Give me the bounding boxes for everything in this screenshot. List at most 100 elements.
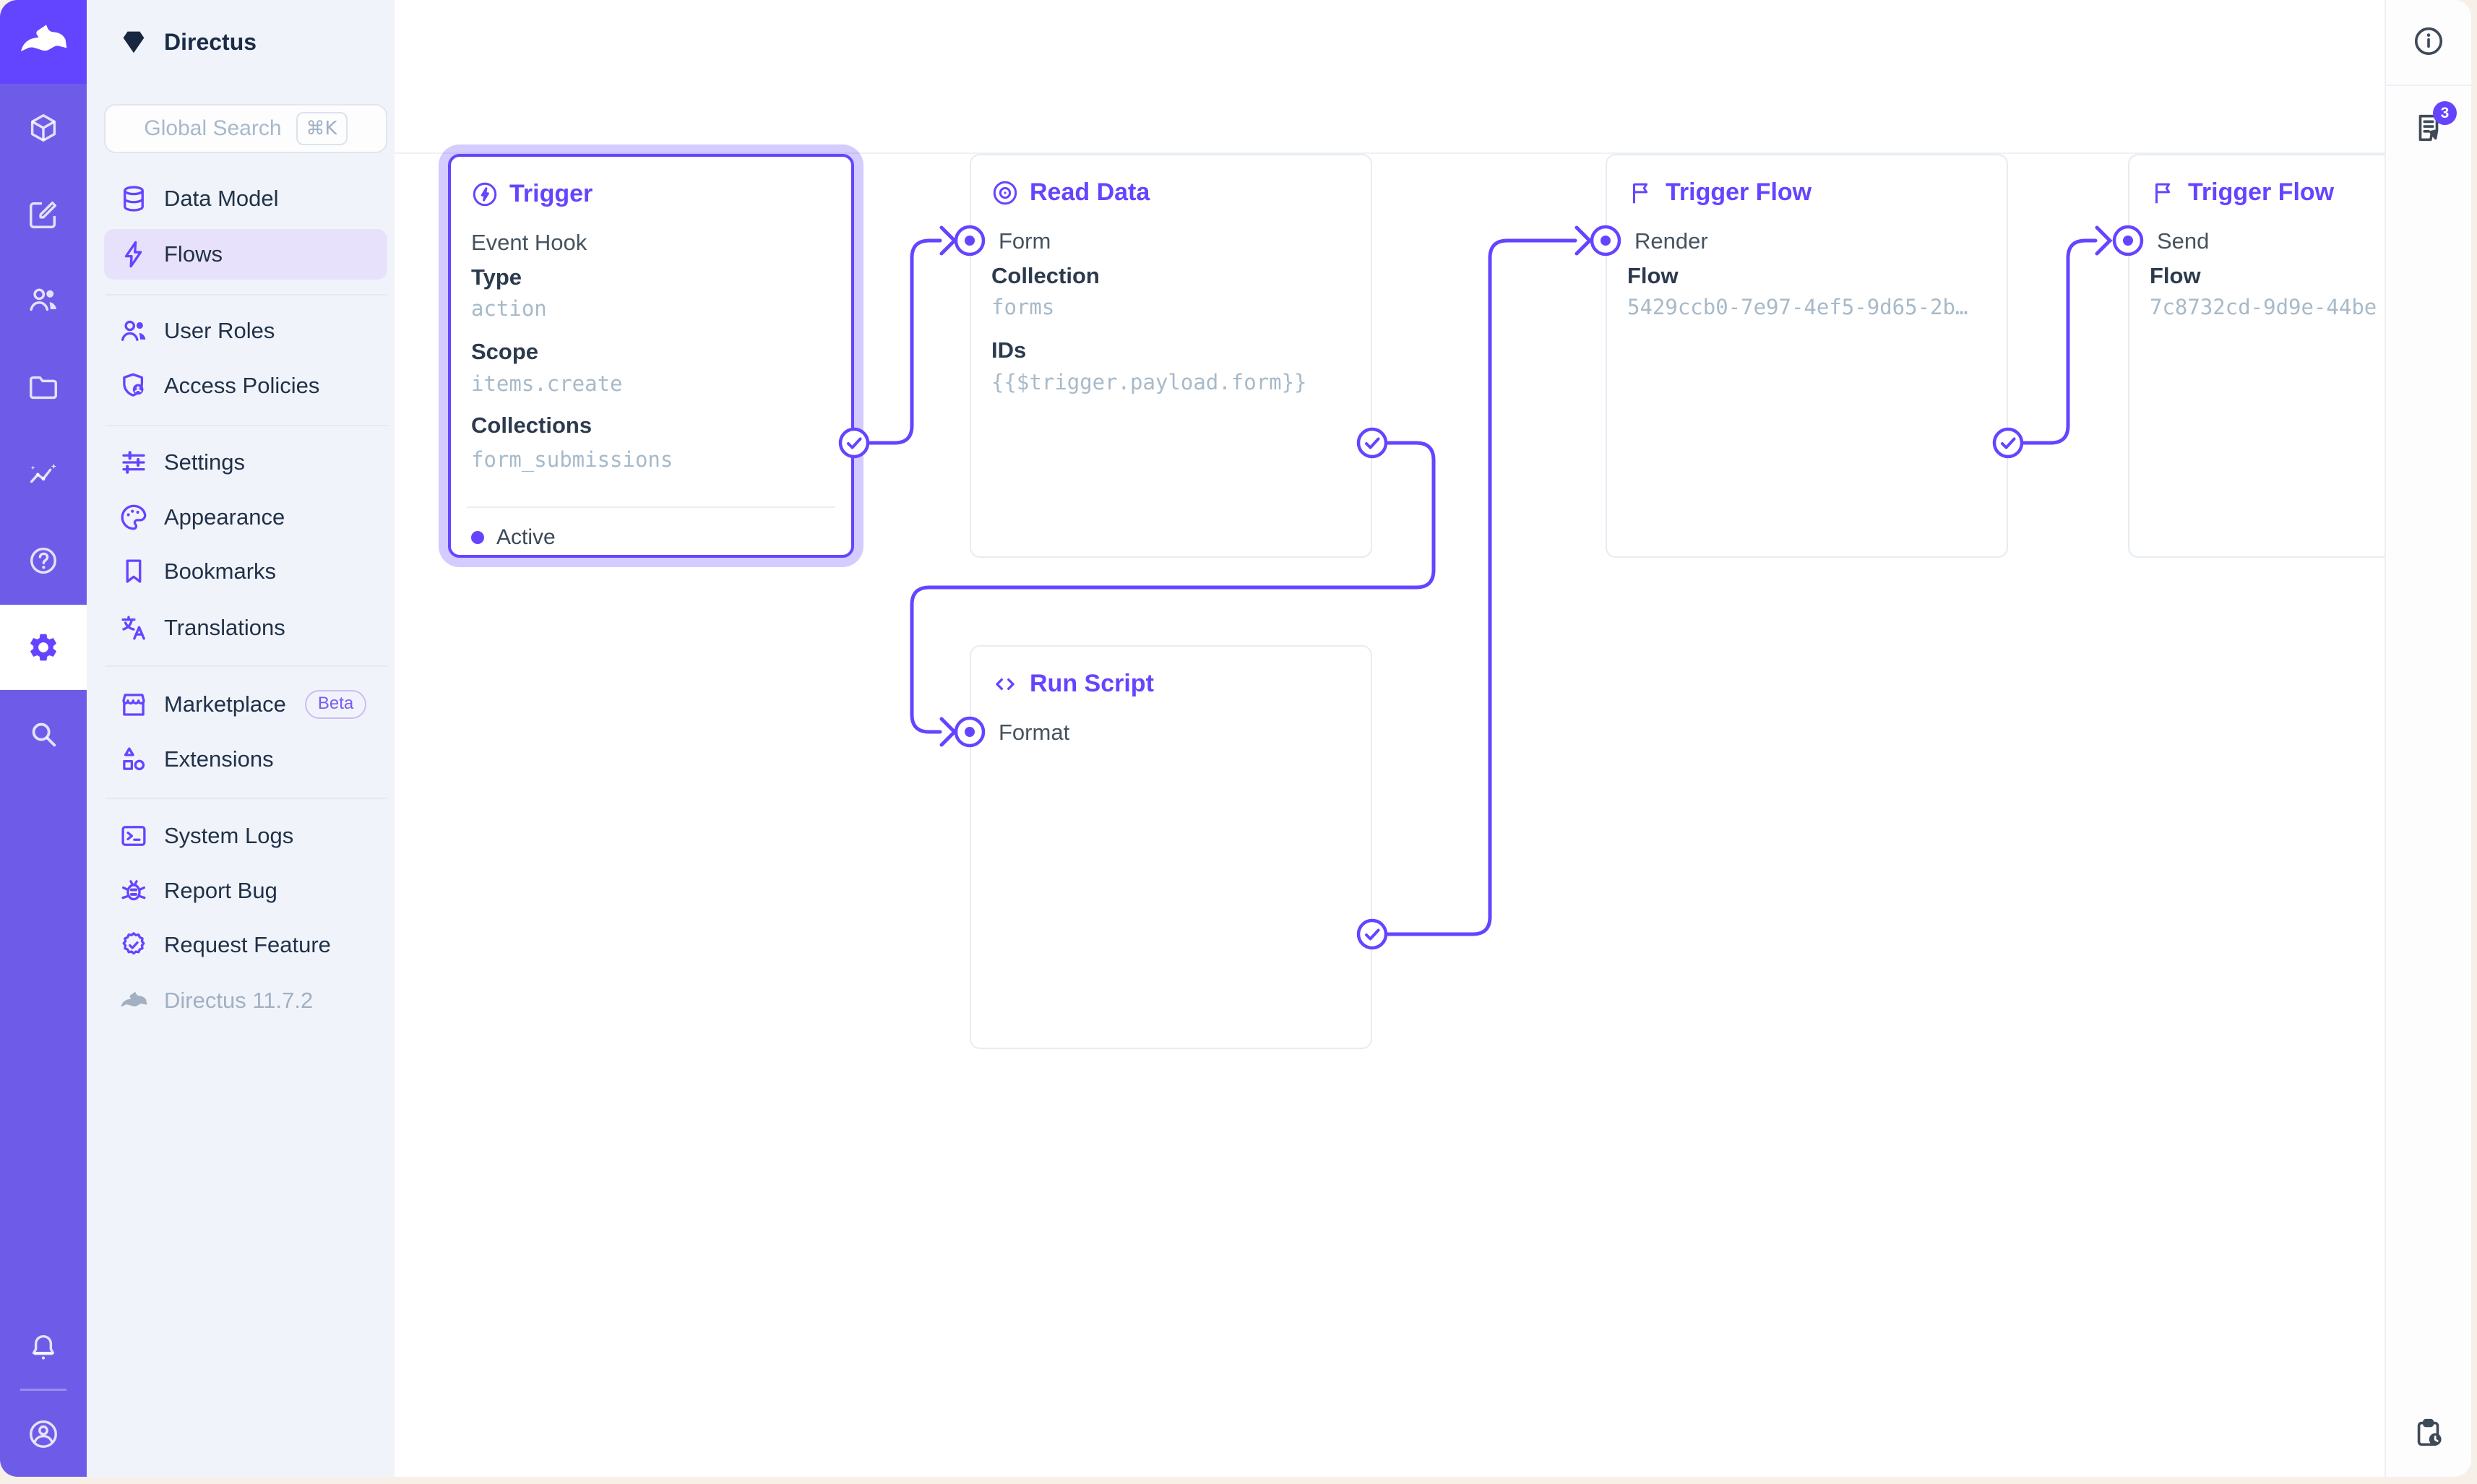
module-bar xyxy=(0,0,87,1477)
files-folder-icon[interactable] xyxy=(27,371,60,404)
shapes-icon xyxy=(119,744,149,775)
flow-panel-trigger-flow-render[interactable]: Trigger Flow Render Flow 5429ccb0-7e97-4… xyxy=(1606,154,2008,558)
sidebar-item-data-model[interactable]: Data Model xyxy=(104,173,387,224)
directus-logo-tile[interactable] xyxy=(0,0,87,84)
panel-header: Trigger xyxy=(471,180,593,208)
project-name: Directus xyxy=(164,29,257,55)
field-label: Type xyxy=(471,264,522,290)
sidebar-item-label: Settings xyxy=(164,449,246,475)
sidebar-divider xyxy=(105,294,387,295)
connection-trigger-flow-render-to-send xyxy=(2006,238,2098,445)
settings-gear-icon[interactable] xyxy=(27,631,60,664)
sidebar-item-user-roles[interactable]: User Roles xyxy=(104,306,387,356)
search-icon[interactable] xyxy=(27,717,60,751)
global-search-input[interactable]: Global Search ⌘K xyxy=(104,104,387,153)
code-brackets-icon xyxy=(996,678,1015,690)
field-value: form_submissions xyxy=(471,447,673,472)
sidebar-item-extensions[interactable]: Extensions xyxy=(104,734,387,785)
sidebar-item-settings[interactable]: Settings xyxy=(104,437,387,488)
help-circle-icon[interactable] xyxy=(27,544,60,577)
data-model-cube-icon[interactable] xyxy=(27,111,60,144)
user-avatar-icon[interactable] xyxy=(27,1418,60,1451)
sidebar-item-report-bug[interactable]: Report Bug xyxy=(104,866,387,916)
clipboard-clock-icon[interactable] xyxy=(2412,1416,2445,1449)
sidebar-item-marketplace[interactable]: Marketplace Beta xyxy=(104,679,387,730)
bolt-circle-icon xyxy=(473,182,497,206)
connection-run-script-to-trigger-flow-render xyxy=(1370,238,1577,936)
sidebar-item-label: Access Policies xyxy=(164,373,320,398)
field-label: Flow xyxy=(2150,263,2201,288)
input-label: Send xyxy=(2157,228,2210,254)
panel-header: Trigger Flow xyxy=(1627,178,1812,207)
palette-icon xyxy=(119,502,149,532)
input-label: Form xyxy=(999,228,1051,254)
bookmark-icon xyxy=(119,556,149,587)
sidebar-item-bookmarks[interactable]: Bookmarks xyxy=(104,546,387,597)
flag-icon xyxy=(1632,183,1648,203)
search-shortcut-badge: ⌘K xyxy=(296,112,348,145)
field-value: 5429ccb0-7e97-4ef5-9d65-2b… xyxy=(1627,295,1968,319)
sidebar-divider xyxy=(105,798,387,799)
connection-trigger-to-read-data xyxy=(852,238,942,445)
sidebar-item-label: Request Feature xyxy=(164,932,331,957)
arrowhead xyxy=(1574,225,1593,256)
sidebar-item-label: Data Model xyxy=(164,186,279,211)
flow-panel-trigger[interactable]: Trigger Event Hook Type action Scope ite… xyxy=(448,154,854,558)
panel-footer-divider xyxy=(467,506,835,508)
flow-canvas-area: Flows Form Submissions -> Email Notifica… xyxy=(395,0,2385,1477)
sidebar-item-appearance[interactable]: Appearance xyxy=(104,492,387,543)
shield-user-icon xyxy=(119,371,149,401)
content-edit-icon[interactable] xyxy=(27,198,60,231)
field-label: Collection xyxy=(991,263,1100,288)
eye-icon xyxy=(993,181,1017,204)
panel-header: Read Data xyxy=(991,178,1150,207)
active-status-label: Active xyxy=(496,525,556,549)
panel-title: Run Script xyxy=(1030,670,1154,697)
arrowhead xyxy=(939,225,957,256)
version-label: Directus 11.7.2 xyxy=(164,988,314,1013)
sidebar-item-label: Marketplace xyxy=(164,691,286,717)
flow-panel-read-data[interactable]: Read Data Form Collection forms IDs {{$t… xyxy=(970,154,1372,558)
rail-divider xyxy=(20,1389,66,1391)
field-label: Flow xyxy=(1627,263,1679,288)
users-icon[interactable] xyxy=(27,283,60,316)
sidebar-item-label: Flows xyxy=(164,241,223,267)
sidebar-item-label: Extensions xyxy=(164,746,274,772)
logs-panel-icon[interactable]: 3 xyxy=(2412,101,2457,144)
seal-check-icon xyxy=(119,930,149,960)
sidebar-item-label: User Roles xyxy=(164,318,275,343)
field-label: Scope xyxy=(471,339,539,364)
active-module-highlight xyxy=(0,605,87,690)
field-value: action xyxy=(471,296,547,321)
panel-header: Trigger Flow xyxy=(2150,178,2334,207)
info-icon[interactable] xyxy=(2412,25,2445,58)
sidebar-item-label: Appearance xyxy=(164,504,285,530)
sidebar-divider xyxy=(105,665,387,667)
input-label: Format xyxy=(999,720,1070,745)
flow-panel-trigger-flow-send[interactable]: Trigger Flow Send Flow 7c8732cd-9d9e-44b… xyxy=(2128,154,2385,558)
directus-rabbit-logo-icon xyxy=(17,14,70,71)
user-roles-icon xyxy=(119,316,149,346)
sidebar-item-translations[interactable]: Translations xyxy=(104,603,387,653)
notifications-bell-icon[interactable] xyxy=(27,1331,60,1364)
flow-panel-run-script[interactable]: Run Script Format xyxy=(970,645,1372,1049)
translate-icon xyxy=(119,613,149,643)
field-value: 7c8732cd-9d9e-44be xyxy=(2150,295,2377,319)
sidebar-item-system-logs[interactable]: System Logs xyxy=(104,811,387,861)
version-row: Directus 11.7.2 xyxy=(104,975,387,1026)
panel-header: Run Script xyxy=(991,670,1154,698)
project-diamond-icon xyxy=(117,25,150,61)
rail-divider xyxy=(2386,85,2471,86)
status-badge: Active xyxy=(471,522,556,553)
sidebar-item-label: Report Bug xyxy=(164,878,277,903)
database-icon xyxy=(119,184,149,214)
field-label: Collections xyxy=(471,413,593,438)
active-status-dot xyxy=(471,531,484,544)
field-label: IDs xyxy=(991,337,1027,363)
project-header[interactable]: Directus xyxy=(87,26,395,58)
page-header xyxy=(395,0,2385,154)
sidebar-item-access-policies[interactable]: Access Policies xyxy=(104,361,387,411)
insights-chart-icon[interactable] xyxy=(27,457,60,491)
sidebar-item-request-feature[interactable]: Request Feature xyxy=(104,920,387,970)
sidebar-item-flows[interactable]: Flows xyxy=(104,229,387,280)
